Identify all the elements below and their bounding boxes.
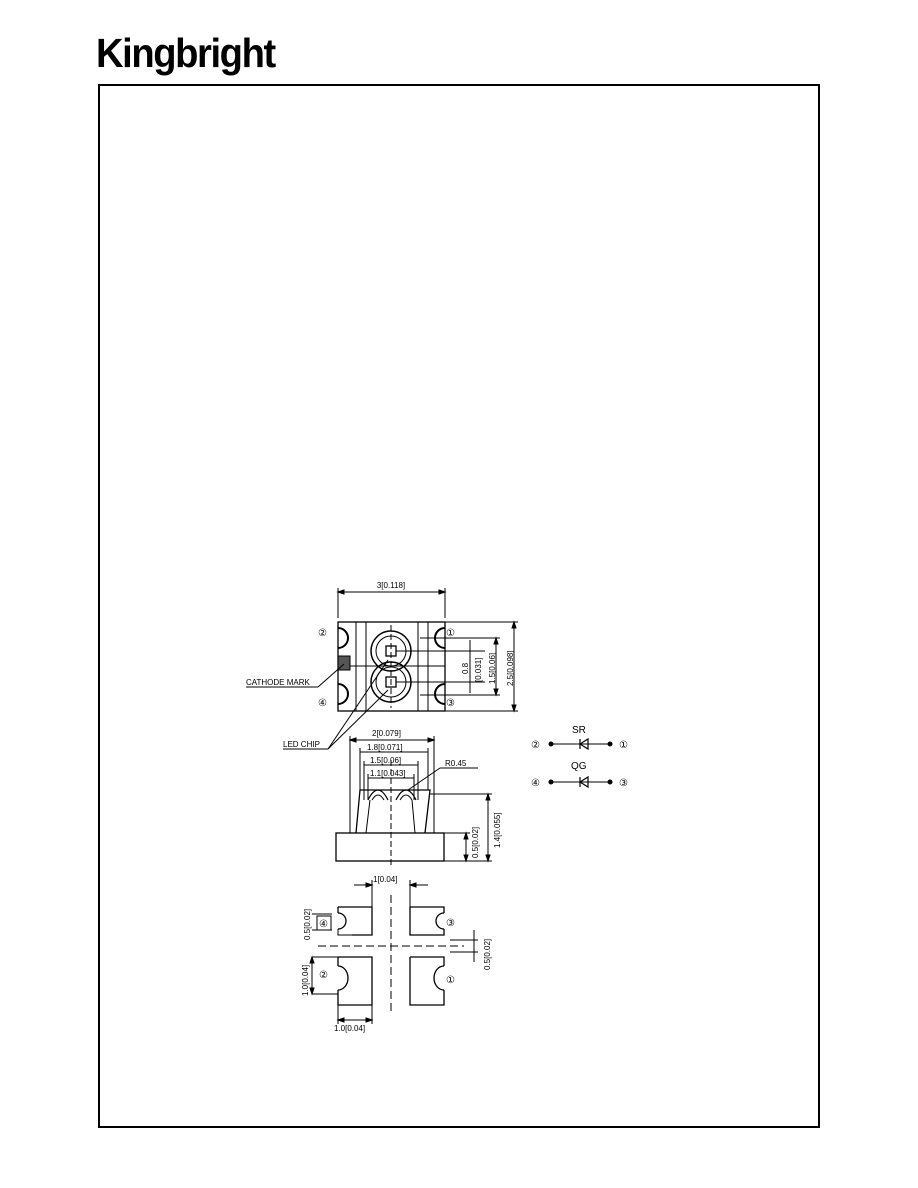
top-pin-1: ① — [446, 628, 455, 639]
bottom-pad-height-left: 1.0[0.04] — [301, 965, 310, 996]
schematic: SR ② ① QG ④ ③ — [531, 725, 628, 789]
bottom-gap-dim: 1[0.04] — [373, 875, 397, 884]
schematic-pin-1: ① — [619, 740, 628, 751]
side-view: 2[0.079] 1.8[0.071] 1.5[0.06] 1.1[0.043]… — [335, 729, 502, 866]
side-dim-1-8: 1.8[0.071] — [367, 743, 403, 752]
top-chip-dim-b: [0.031] — [474, 658, 483, 682]
top-pin-3: ③ — [446, 698, 455, 709]
bottom-pin-2: ② — [319, 970, 328, 981]
cathode-mark-label: CATHODE MARK — [246, 678, 311, 687]
side-height-total: 1.4[0.055] — [493, 812, 502, 848]
top-height-mid-dim: 1.5[0.06] — [488, 653, 497, 684]
side-height-base: 0.5[0.02] — [471, 827, 480, 858]
schematic-pin-2: ② — [531, 740, 540, 751]
side-radius: R0.45 — [445, 759, 467, 768]
top-view: 3[0.118] ② ① ④ ③ — [246, 581, 518, 750]
bottom-pin-1: ① — [446, 975, 455, 986]
schematic-pin-3: ③ — [619, 778, 628, 789]
top-chip-dim-a: 0.8 — [461, 662, 470, 674]
bottom-view: 1[0.04] ④ ③ ② ① 0.5[0.02] 1.0[0.04] — [301, 875, 492, 1033]
drawing-frame — [98, 84, 820, 1128]
sr-label: SR — [572, 725, 586, 736]
bottom-pin-3: ③ — [446, 918, 455, 929]
schematic-pin-4: ④ — [531, 778, 540, 789]
top-width-dim: 3[0.118] — [377, 581, 405, 590]
qg-label: QG — [571, 761, 587, 772]
bottom-pin-4: ④ — [319, 919, 328, 930]
bottom-pad-height-right: 0.5[0.02] — [483, 939, 492, 970]
brand-logo: Kingbright — [96, 30, 276, 76]
bottom-pad-width: 1.0[0.04] — [334, 1024, 365, 1033]
side-dim-1-1: 1.1[0.043] — [370, 769, 406, 778]
side-dim-1-5: 1.5[0.06] — [370, 756, 401, 765]
top-height-total-dim: 2.5[0.098] — [506, 650, 515, 686]
side-dim-overall: 2[0.079] — [372, 729, 401, 738]
top-pin-4: ④ — [318, 698, 327, 709]
bottom-pad-height-top: 0.5[0.02] — [303, 909, 312, 940]
top-pin-2: ② — [318, 628, 327, 639]
led-chip-label: LED CHIP — [283, 740, 320, 749]
